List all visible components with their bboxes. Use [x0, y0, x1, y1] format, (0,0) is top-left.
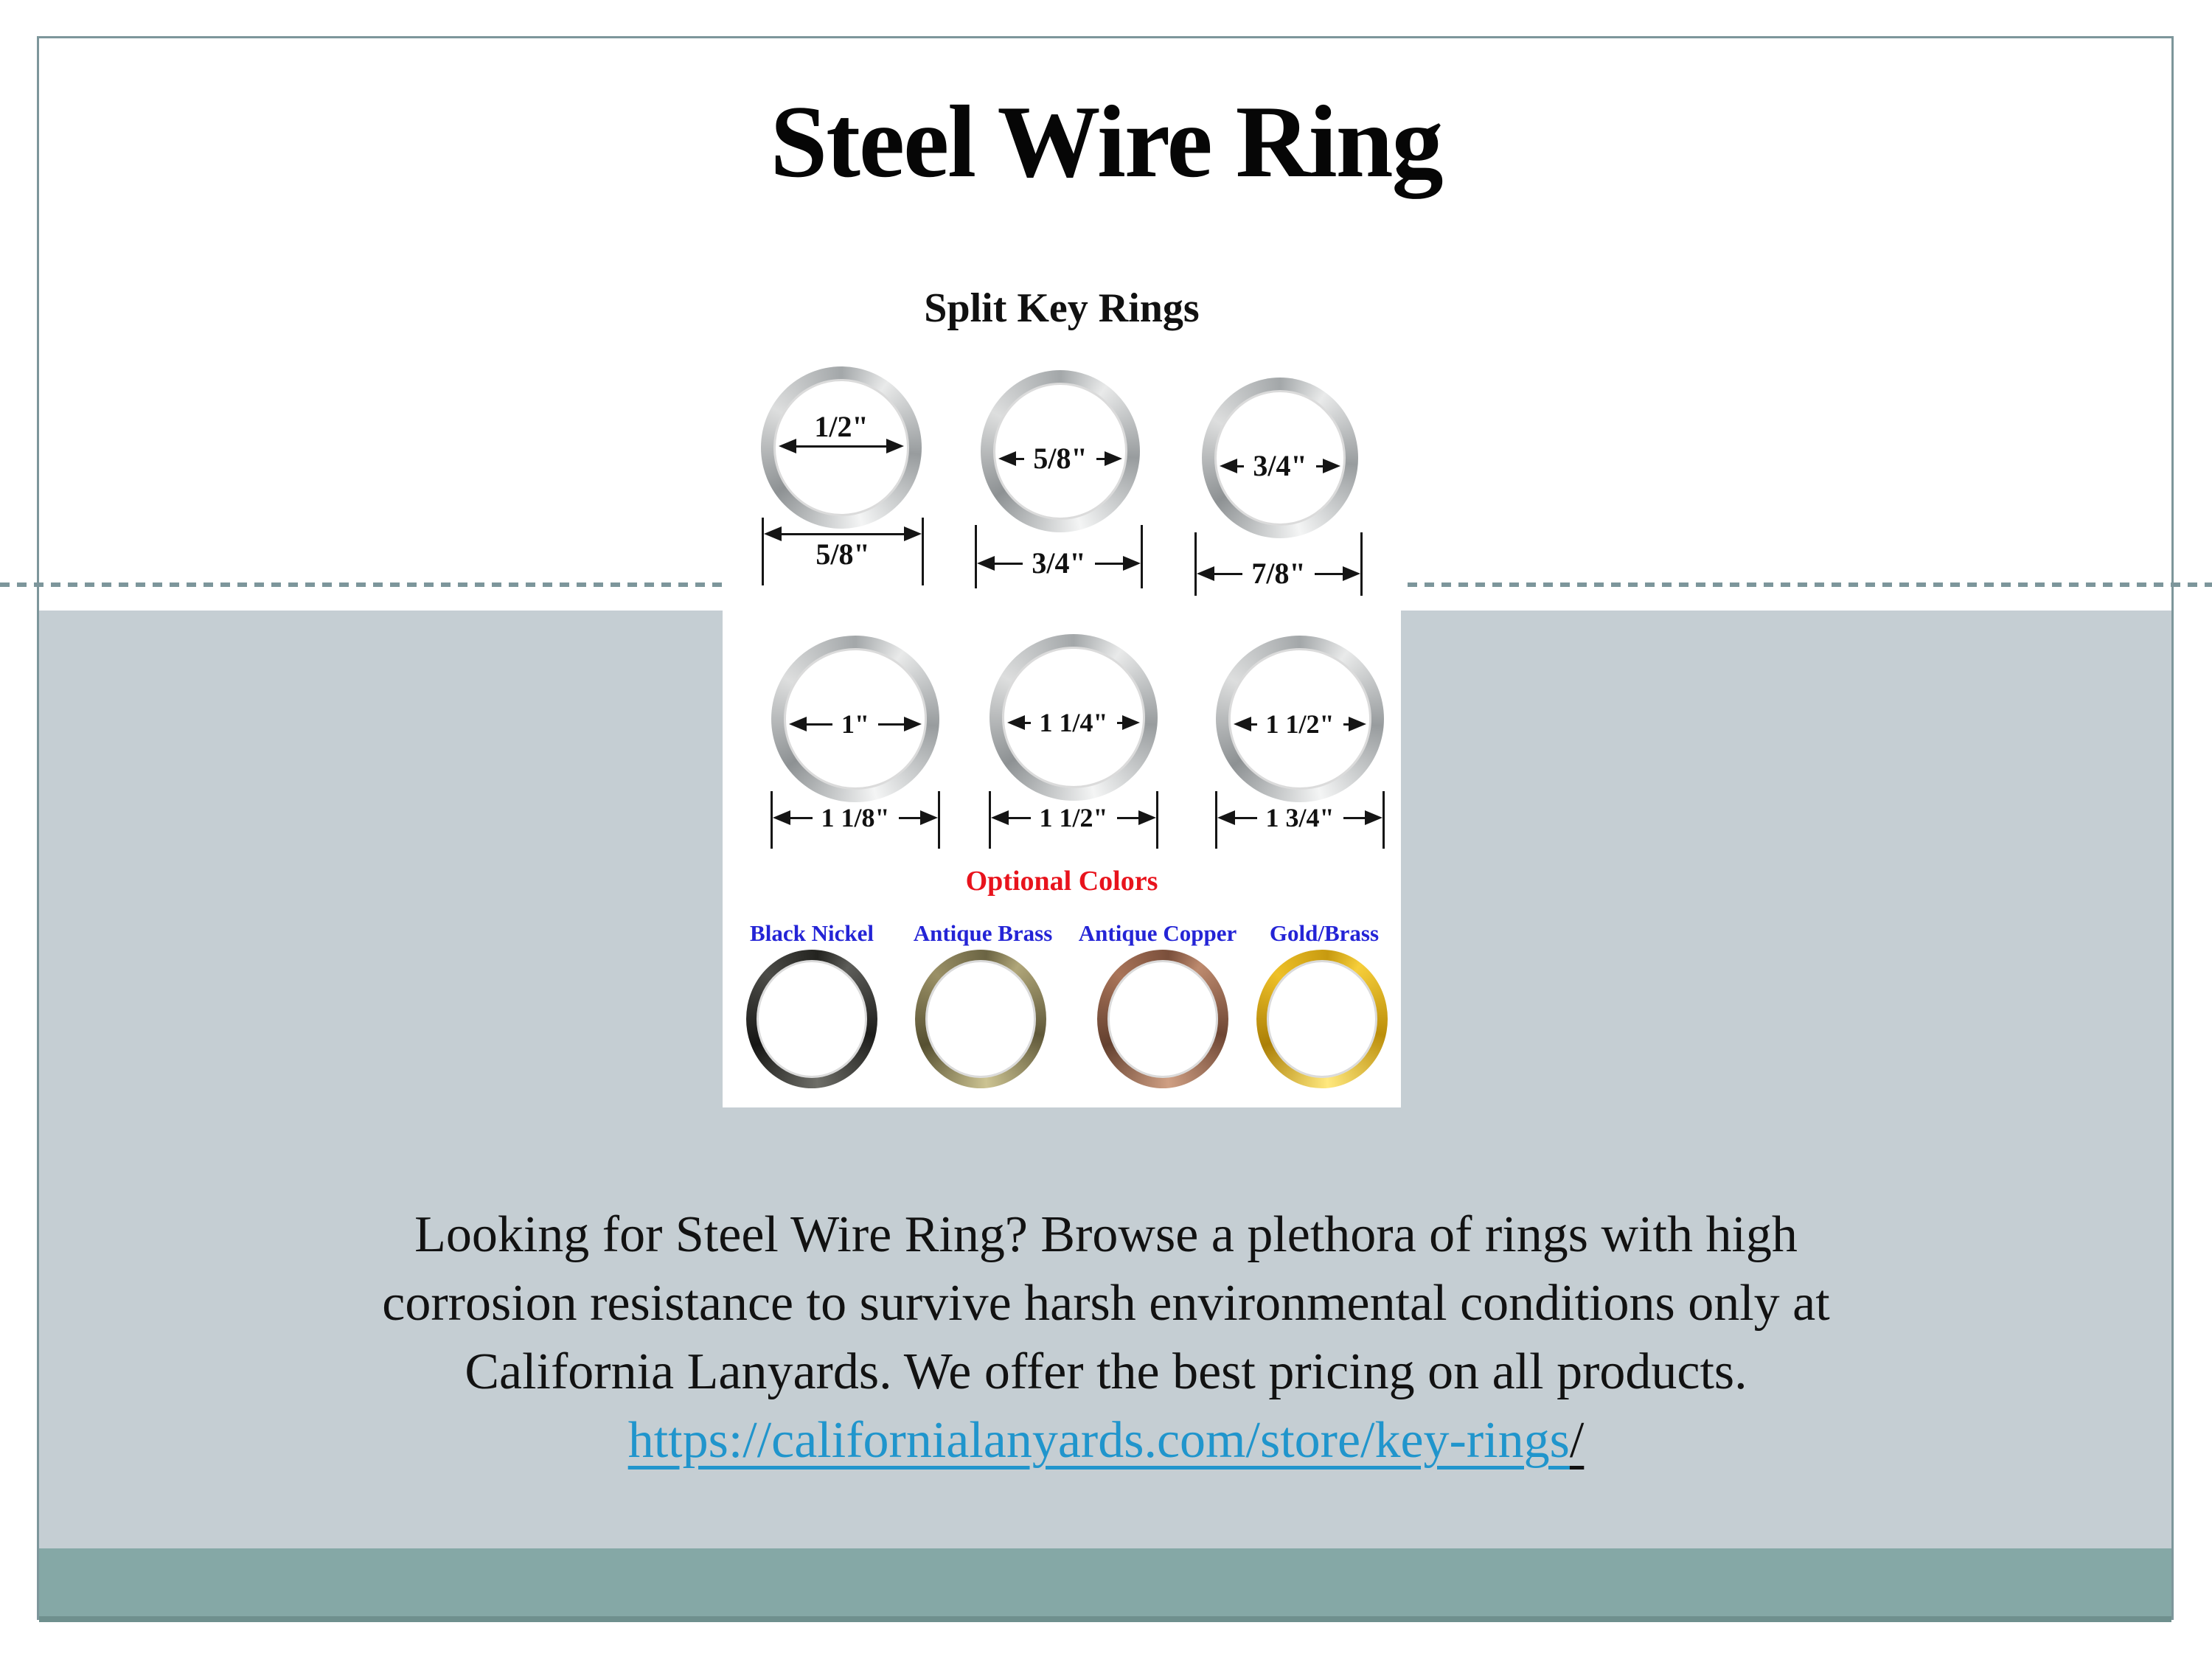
outer-dimension-6: 1 3/4"	[1215, 791, 1385, 849]
body-paragraph: Looking for Steel Wire Ring? Browse a pl…	[111, 1200, 2101, 1475]
split-ring-graphic-4: 1"	[771, 636, 939, 802]
outer-dimension-label: 1 1/8"	[821, 803, 890, 832]
tick-mark	[771, 791, 773, 849]
tick-mark	[1360, 532, 1363, 596]
outer-dimension-4: 1 1/8"	[771, 791, 940, 849]
finish-ring-antique-brass	[915, 950, 1046, 1088]
arrow-left-icon	[779, 439, 796, 453]
inner-dimension-3: 3/4"	[1220, 449, 1341, 482]
outer-dimension-3: 7/8"	[1194, 532, 1363, 596]
tick-mark	[1141, 525, 1143, 588]
arrow-left-icon	[773, 810, 790, 825]
inner-dimension-4: 1"	[789, 711, 922, 737]
outer-dimension-label: 5/8"	[815, 538, 870, 571]
optional-colors-heading: Optional Colors	[965, 866, 1158, 897]
outer-dimension-label: 1 1/2"	[1039, 803, 1108, 832]
finish-label-gold-brass: Gold/Brass	[1269, 920, 1380, 946]
arrow-right-icon	[886, 439, 904, 453]
tick-mark	[1194, 532, 1197, 596]
inner-dimension-5: 1 1/4"	[1007, 709, 1140, 736]
arrow-right-icon	[904, 717, 922, 731]
arrow-left-icon	[789, 717, 807, 731]
product-image-panel: Split Key Rings 1/2" 5/8" 5/8"	[723, 243, 1401, 1107]
arrow-right-icon	[1323, 459, 1341, 473]
inner-dimension-label: 5/8"	[1033, 442, 1088, 475]
finish-label-antique-copper: Antique Copper	[1078, 920, 1237, 946]
arrow-right-icon	[1349, 717, 1366, 731]
outer-dimension-5: 1 1/2"	[989, 791, 1158, 849]
arrow-left-icon	[977, 556, 995, 571]
outer-dimension-label: 3/4"	[1032, 546, 1086, 580]
outer-dimension-label: 1 3/4"	[1265, 803, 1335, 832]
tick-mark	[762, 518, 764, 585]
inner-dimension-1: 1/2"	[779, 412, 904, 453]
link-trailing-slash: /	[1569, 1412, 1585, 1469]
inner-dimension-label: 1 1/4"	[1039, 708, 1108, 737]
arrow-left-icon	[1217, 810, 1235, 825]
arrow-right-icon	[1105, 451, 1123, 466]
split-ring-graphic-5: 1 1/4"	[990, 634, 1158, 801]
arrow-right-icon	[1138, 810, 1156, 825]
inner-dimension-2: 5/8"	[998, 442, 1123, 475]
product-image-heading: Split Key Rings	[924, 285, 1200, 331]
split-ring-graphic-6: 1 1/2"	[1216, 636, 1384, 802]
tick-mark	[938, 791, 940, 849]
outer-dimension-2: 3/4"	[975, 525, 1143, 588]
split-ring-graphic-2: 5/8"	[981, 370, 1140, 532]
tick-mark	[975, 525, 977, 588]
tick-mark	[922, 518, 924, 585]
arrow-right-icon	[920, 810, 938, 825]
outer-dimension-label: 7/8"	[1251, 557, 1306, 590]
inner-dimension-label: 1"	[841, 709, 869, 739]
slide-title: Steel Wire Ring	[770, 85, 1443, 199]
product-link[interactable]: https://californialanyards.com/store/key…	[627, 1412, 1570, 1469]
finish-label-antique-brass: Antique Brass	[913, 920, 1053, 946]
split-ring-graphic-1: 1/2"	[761, 366, 922, 529]
body-line-2: corrosion resistance to survive harsh en…	[382, 1275, 1830, 1332]
finish-ring-antique-copper	[1097, 950, 1228, 1088]
arrow-left-icon	[1234, 717, 1251, 731]
arrow-right-icon	[1343, 566, 1361, 581]
finish-ring-black-nickel	[746, 950, 877, 1088]
body-line-3: California Lanyards. We offer the best p…	[465, 1343, 1747, 1400]
split-ring-graphic-3: 3/4"	[1202, 378, 1358, 538]
body-line-1: Looking for Steel Wire Ring? Browse a pl…	[414, 1206, 1798, 1263]
arrow-left-icon	[1197, 566, 1214, 581]
arrow-right-icon	[1365, 810, 1382, 825]
link-line: https://californialanyards.com/store/key…	[111, 1406, 2101, 1475]
inner-dimension-6: 1 1/2"	[1234, 711, 1366, 737]
footer-bar	[39, 1548, 2171, 1622]
tick-mark	[989, 791, 991, 849]
finish-label-black-nickel: Black Nickel	[750, 920, 874, 946]
arrow-left-icon	[1220, 459, 1237, 473]
inner-dimension-label: 1/2"	[814, 410, 869, 443]
inner-dimension-label: 3/4"	[1253, 449, 1307, 482]
tick-mark	[1156, 791, 1158, 849]
arrow-left-icon	[1007, 715, 1025, 730]
arrow-right-icon	[904, 526, 922, 541]
arrow-left-icon	[998, 451, 1016, 466]
arrow-left-icon	[764, 526, 782, 541]
tick-mark	[1382, 791, 1385, 849]
inner-dimension-label: 1 1/2"	[1265, 709, 1335, 739]
arrow-left-icon	[991, 810, 1009, 825]
tick-mark	[1215, 791, 1217, 849]
arrow-right-icon	[1123, 556, 1141, 571]
arrow-right-icon	[1122, 715, 1140, 730]
outer-dimension-1: 5/8"	[762, 518, 924, 585]
finish-ring-gold-brass	[1256, 950, 1388, 1088]
